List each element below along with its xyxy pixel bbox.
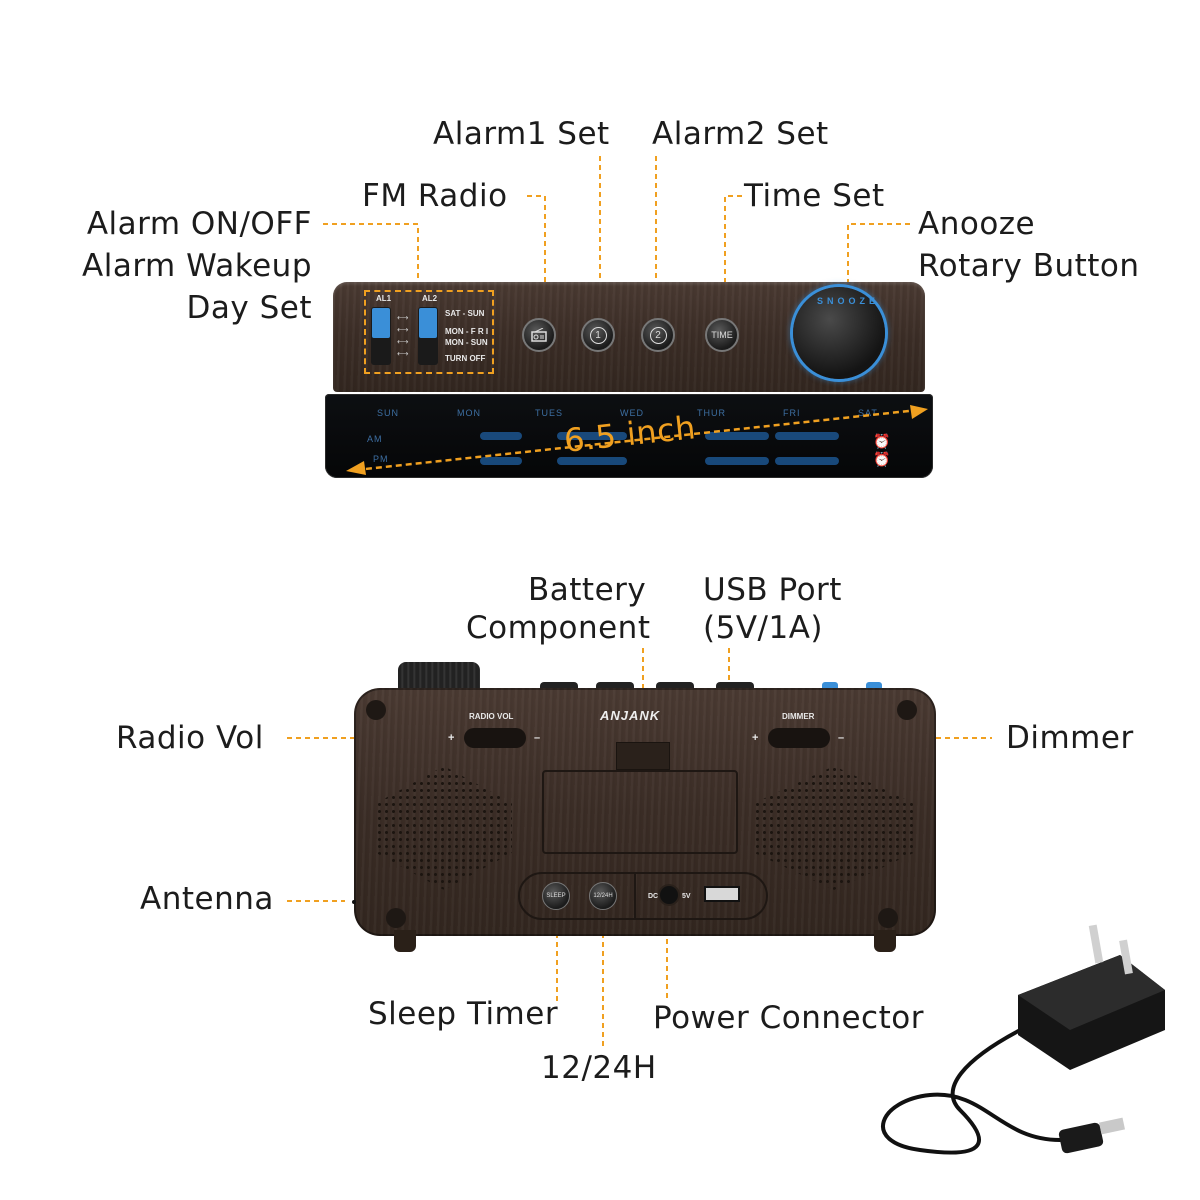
option-mon-fri: MON - F R I [445,327,489,336]
usb-label-1: USB Port [703,572,842,608]
power-connector-label: Power Connector [653,1000,924,1036]
antenna-hole [352,900,356,904]
screw-tl [366,700,386,720]
adapter-plug [1058,1117,1125,1154]
time-button[interactable]: TIME [705,318,739,352]
usb-label-2: (5V/1A) [703,610,823,646]
day-fri: FRI [783,408,801,418]
battery-latch [616,742,670,770]
option-sat-sun: SAT - SUN [445,309,485,318]
switch-area [364,290,494,374]
battery-label-1: Battery [528,572,647,608]
radio-vol-label: Radio Vol [116,720,264,756]
al2-switch[interactable] [419,308,437,338]
day-mon: MON [457,408,481,418]
alarm1-button[interactable]: 1 [581,318,615,352]
alarm-onoff-label: Alarm ON/OFF [86,206,312,242]
radio-vol-slider[interactable] [464,728,526,748]
usb-port[interactable] [704,886,740,902]
al1-switch[interactable] [372,308,390,338]
snooze-knob[interactable] [793,287,885,379]
alarm-wakeup-label: Alarm Wakeup [82,248,312,284]
al2-label: AL2 [422,294,438,303]
battery-compartment[interactable] [542,770,738,854]
control-strip [518,872,768,920]
day-set-label: Day Set [186,290,312,326]
fm-radio-button[interactable] [522,318,556,352]
day-tues: TUES [535,408,564,418]
screw-bl [386,908,406,928]
option-turn-off: TURN OFF [445,354,486,363]
am-indicator: AM [367,434,383,444]
h12-24-label: 12/24H [541,1050,657,1086]
clock-back-view: ANJANK RADIO VOL + – DIMMER + – SLEEP 12… [344,660,944,952]
al1-label: AL1 [376,294,392,303]
battery-label-2: Component [466,610,651,646]
option-mon-sun: MON - SUN [445,338,488,347]
brand-logo: ANJANK [600,708,661,723]
h12-24-button[interactable]: 12/24H [589,882,617,910]
radio-vol-minus: – [534,732,541,744]
alarm-bell-icons: ⏰⏰ [873,433,891,467]
strip-divider [634,874,636,918]
dimmer-plus: + [752,732,759,744]
dimmer-label: Dimmer [1006,720,1134,756]
foot-left [394,930,416,952]
dc-text: DC [648,893,659,900]
day-thur: THUR [697,408,726,418]
adapter-cable [881,1023,1062,1155]
radio-vol-plus: + [448,732,455,744]
dimmer-text: DIMMER [782,712,815,721]
radio-vol-text: RADIO VOL [469,712,514,721]
clock-top-view: AL1 AL2 ⟷⟷⟷⟷ SAT - SUN MON - F R I MON -… [325,282,933,478]
alarm2-icon: 2 [649,326,667,344]
pm-indicator: PM [373,454,389,464]
rotary-button-label: Rotary Button [918,248,1140,284]
day-wed: WED [620,408,644,418]
adapter-body [1018,924,1165,1070]
sleep-timer-label: Sleep Timer [368,996,559,1032]
time-set-label: Time Set [744,178,885,214]
dc-jack[interactable] [660,886,678,904]
switch-arrows: ⟷⟷⟷⟷ [397,313,409,358]
screw-tr [897,700,917,720]
alarm2-button[interactable]: 2 [641,318,675,352]
v5-text: 5V [682,893,691,900]
alarm2-set-label: Alarm2 Set [652,116,829,152]
antenna-label: Antenna [140,881,274,917]
screw-br [878,908,898,928]
fm-radio-label: FM Radio [362,178,508,214]
foot-right [874,930,896,952]
alarm1-set-label: Alarm1 Set [433,116,610,152]
alarm1-icon: 1 [589,326,607,344]
snooze-text: SNOOZE [817,296,880,306]
radio-icon [531,328,547,342]
sleep-button[interactable]: SLEEP [542,882,570,910]
day-sun: SUN [377,408,400,418]
day-sat: SAT [858,408,878,418]
dimmer-minus: – [838,732,845,744]
anooze-label: Anooze [918,206,1036,242]
dimmer-slider[interactable] [768,728,830,748]
